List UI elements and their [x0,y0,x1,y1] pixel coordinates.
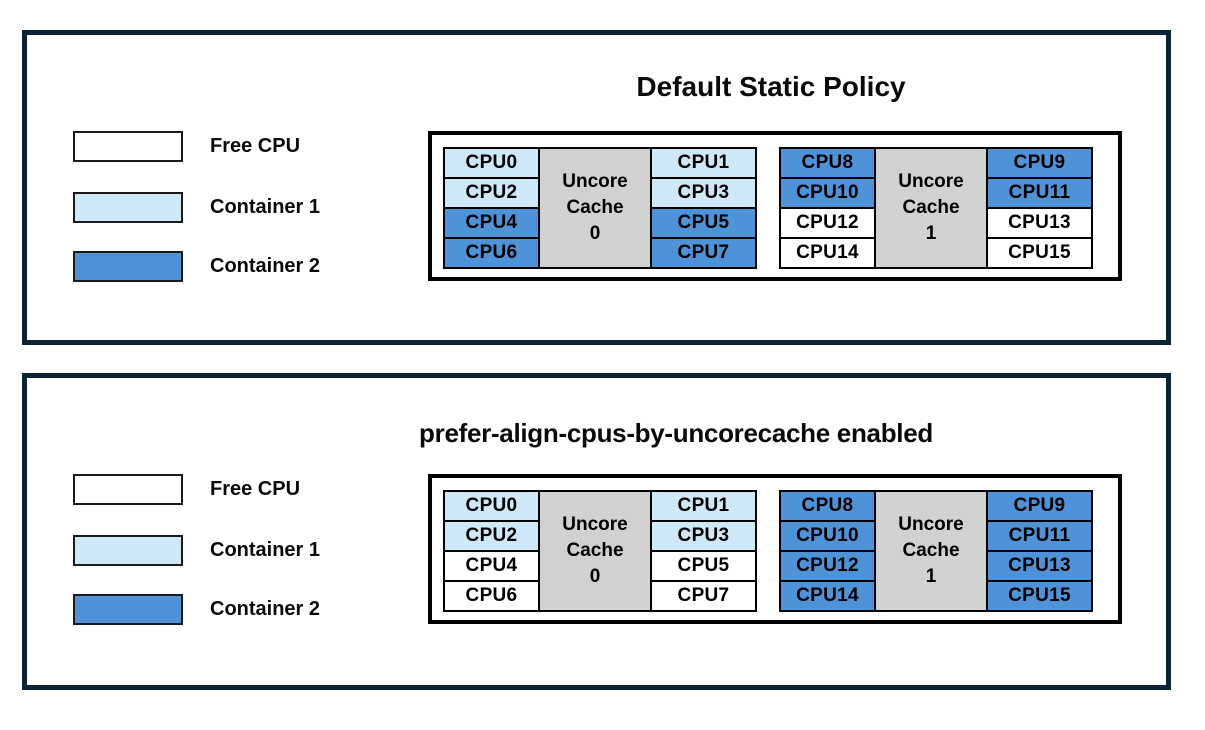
uncore-cache-line: Uncore [562,171,628,192]
uncore-cache-group-1: CPU8 CPU10 CPU12 CPU14 Uncore Cache 1 CP… [779,490,1093,612]
cpu-cell-cpu1: CPU1 [650,147,757,179]
uncore-cache-group-0: CPU0 CPU2 CPU4 CPU6 Uncore Cache 0 CPU1 … [443,147,757,269]
cpu-cell-cpu1: CPU1 [650,490,757,522]
uncore-cache-line: Uncore [898,514,964,535]
cpu-column-right: CPU9 CPU11 CPU13 CPU15 [986,147,1093,269]
panel-prefer-align-cpus-by-uncorecache: prefer-align-cpus-by-uncorecache enabled… [22,373,1171,690]
cpu-cell-cpu8: CPU8 [779,147,876,179]
uncore-cache-1-block: Uncore Cache 1 [874,147,988,269]
uncore-cache-group-1: CPU8 CPU10 CPU12 CPU14 Uncore Cache 1 CP… [779,147,1093,269]
cpu-column-left: CPU0 CPU2 CPU4 CPU6 [443,490,540,612]
cpu-cell-cpu11: CPU11 [986,177,1093,209]
cpu-topology-diagram: CPU0 CPU2 CPU4 CPU6 Uncore Cache 0 CPU1 … [428,131,1122,281]
cpu-cell-cpu12: CPU12 [779,550,876,582]
uncore-cache-line: 1 [925,223,937,244]
legend-item-container-2: Container 2 [73,594,320,625]
cpu-cell-cpu15: CPU15 [986,237,1093,269]
legend-item-free-cpu: Free CPU [73,131,300,162]
cpu-cell-cpu2: CPU2 [443,177,540,209]
legend-swatch-container-2 [73,251,183,282]
panel-default-static-policy: Default Static Policy Free CPU Container… [22,30,1171,345]
cpu-column-left: CPU8 CPU10 CPU12 CPU14 [779,147,876,269]
cpu-cell-cpu0: CPU0 [443,490,540,522]
cpu-cell-cpu13: CPU13 [986,550,1093,582]
cpu-cell-cpu14: CPU14 [779,237,876,269]
cpu-cell-cpu4: CPU4 [443,207,540,239]
cpu-cell-cpu15: CPU15 [986,580,1093,612]
cpu-cell-cpu10: CPU10 [779,520,876,552]
legend-label: Container 1 [210,539,321,561]
legend-item-container-1: Container 1 [73,192,320,223]
cpu-cell-cpu0: CPU0 [443,147,540,179]
legend-swatch-container-2 [73,594,183,625]
cpu-cell-cpu9: CPU9 [986,490,1093,522]
panel-title: Default Static Policy [636,71,906,102]
uncore-cache-line: Cache [566,540,624,561]
cpu-column-right: CPU9 CPU11 CPU13 CPU15 [986,490,1093,612]
cpu-cell-cpu4: CPU4 [443,550,540,582]
cpu-cell-cpu5: CPU5 [650,550,757,582]
cpu-cell-cpu13: CPU13 [986,207,1093,239]
cpu-column-right: CPU1 CPU3 CPU5 CPU7 [650,490,757,612]
uncore-cache-line: 0 [589,566,601,587]
cpu-cell-cpu14: CPU14 [779,580,876,612]
uncore-cache-line: 0 [589,223,601,244]
uncore-cache-1-block: Uncore Cache 1 [874,490,988,612]
cpu-cell-cpu3: CPU3 [650,520,757,552]
legend-swatch-container-1 [73,192,183,223]
uncore-cache-group-0: CPU0 CPU2 CPU4 CPU6 Uncore Cache 0 CPU1 … [443,490,757,612]
legend-label: Container 1 [210,196,321,218]
cpu-cell-cpu7: CPU7 [650,580,757,612]
legend-label: Free CPU [210,478,301,500]
uncore-cache-line: Uncore [562,514,628,535]
uncore-cache-line: Cache [902,540,960,561]
uncore-cache-line: Uncore [898,171,964,192]
legend-label: Container 2 [210,598,321,620]
cpu-cell-cpu10: CPU10 [779,177,876,209]
cpu-cell-cpu6: CPU6 [443,580,540,612]
cpu-cell-cpu8: CPU8 [779,490,876,522]
legend-label: Free CPU [210,135,301,157]
legend-item-container-2: Container 2 [73,251,320,282]
cpu-column-right: CPU1 CPU3 CPU5 CPU7 [650,147,757,269]
legend-item-free-cpu: Free CPU [73,474,300,505]
cpu-topology-diagram: CPU0 CPU2 CPU4 CPU6 Uncore Cache 0 CPU1 … [428,474,1122,624]
cpu-cell-cpu2: CPU2 [443,520,540,552]
panel-title: prefer-align-cpus-by-uncorecache enabled [419,418,933,448]
uncore-cache-line: Cache [902,197,960,218]
legend-swatch-container-1 [73,535,183,566]
cpu-cell-cpu11: CPU11 [986,520,1093,552]
cpu-cell-cpu9: CPU9 [986,147,1093,179]
cpu-cell-cpu3: CPU3 [650,177,757,209]
cpu-column-left: CPU8 CPU10 CPU12 CPU14 [779,490,876,612]
uncore-cache-line: 1 [925,566,937,587]
legend-item-container-1: Container 1 [73,535,320,566]
uncore-cache-0-block: Uncore Cache 0 [538,147,652,269]
uncore-cache-0-block: Uncore Cache 0 [538,490,652,612]
cpu-cell-cpu6: CPU6 [443,237,540,269]
uncore-cache-line: Cache [566,197,624,218]
cpu-column-left: CPU0 CPU2 CPU4 CPU6 [443,147,540,269]
legend-label: Container 2 [210,255,321,277]
cpu-cell-cpu12: CPU12 [779,207,876,239]
cpu-cell-cpu7: CPU7 [650,237,757,269]
legend-swatch-free-cpu [73,474,183,505]
legend-swatch-free-cpu [73,131,183,162]
cpu-cell-cpu5: CPU5 [650,207,757,239]
